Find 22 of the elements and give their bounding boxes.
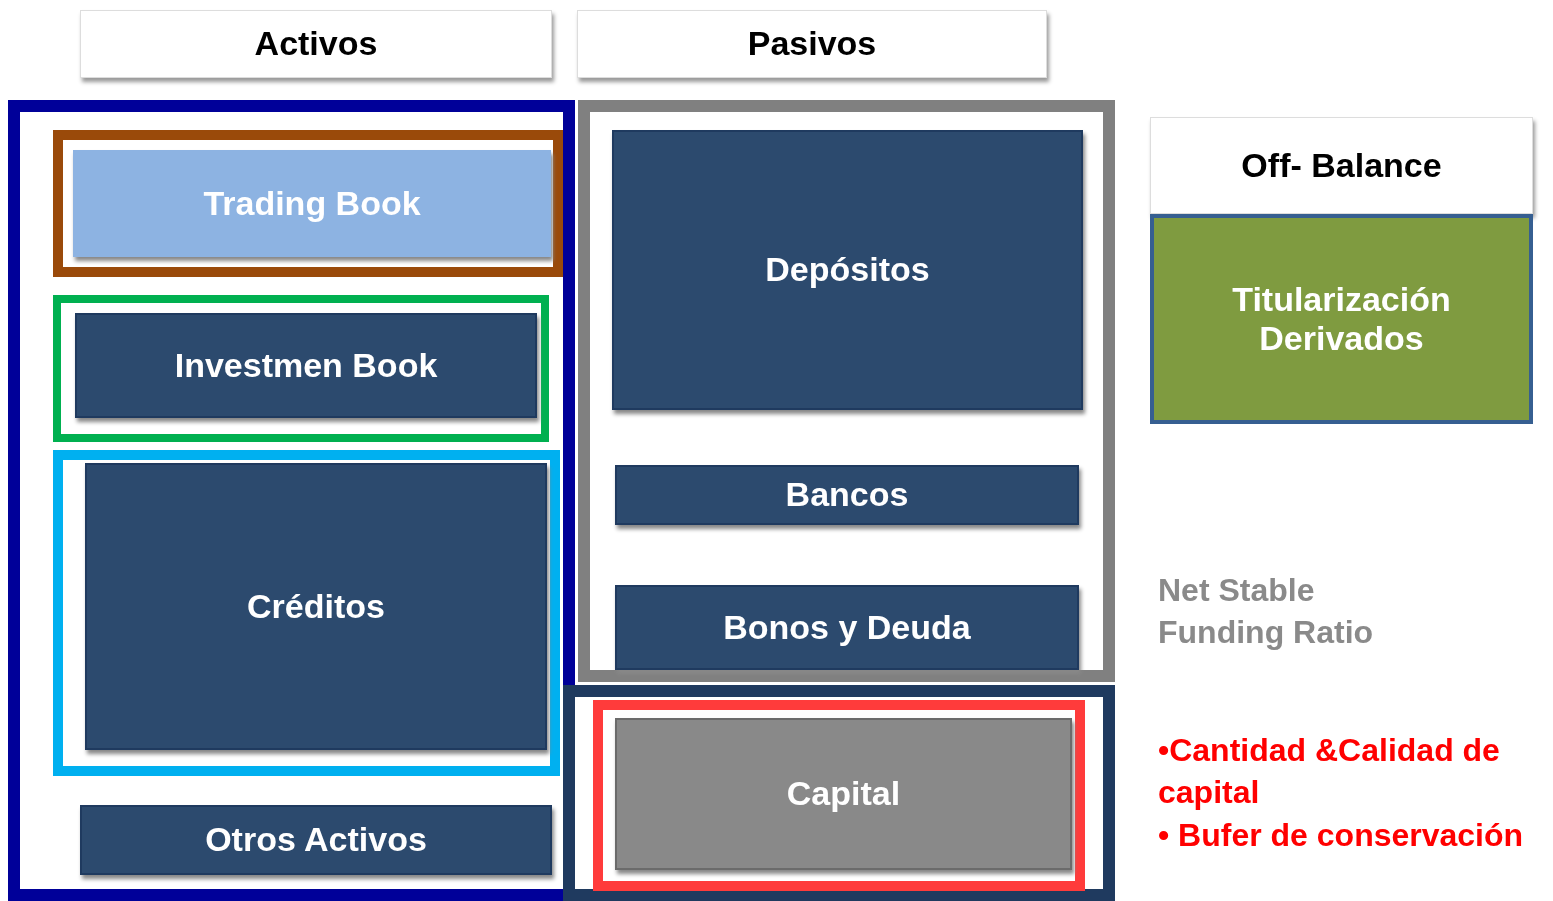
category-box: Bancos (615, 465, 1079, 525)
frame-border (53, 450, 560, 776)
frame-border (53, 130, 563, 277)
frame-border (53, 295, 549, 442)
frame-border (563, 685, 1115, 901)
ratio-note: Net Stable Funding Ratio (1158, 571, 1375, 652)
category-box: Investmen Book (75, 313, 537, 418)
category-box: Titularización Derivados (1150, 214, 1533, 424)
header-box: Activos (80, 10, 552, 78)
category-box: Capital (615, 718, 1072, 870)
category-box: Trading Book (73, 150, 551, 257)
category-box: Depósitos (612, 130, 1083, 410)
bullet-note: • Bufer de conservación (1158, 816, 1525, 855)
frame-border (578, 100, 1115, 682)
category-box: Bonos y Deuda (615, 585, 1079, 670)
category-box: Créditos (85, 463, 547, 750)
frame-border (8, 100, 575, 901)
header-box: Pasivos (577, 10, 1047, 78)
bullet-note: •Cantidad &Calidad de capital (1158, 731, 1501, 812)
frame-border (593, 700, 1085, 891)
header-box: Off- Balance (1150, 117, 1533, 214)
category-box: Otros Activos (80, 805, 552, 875)
